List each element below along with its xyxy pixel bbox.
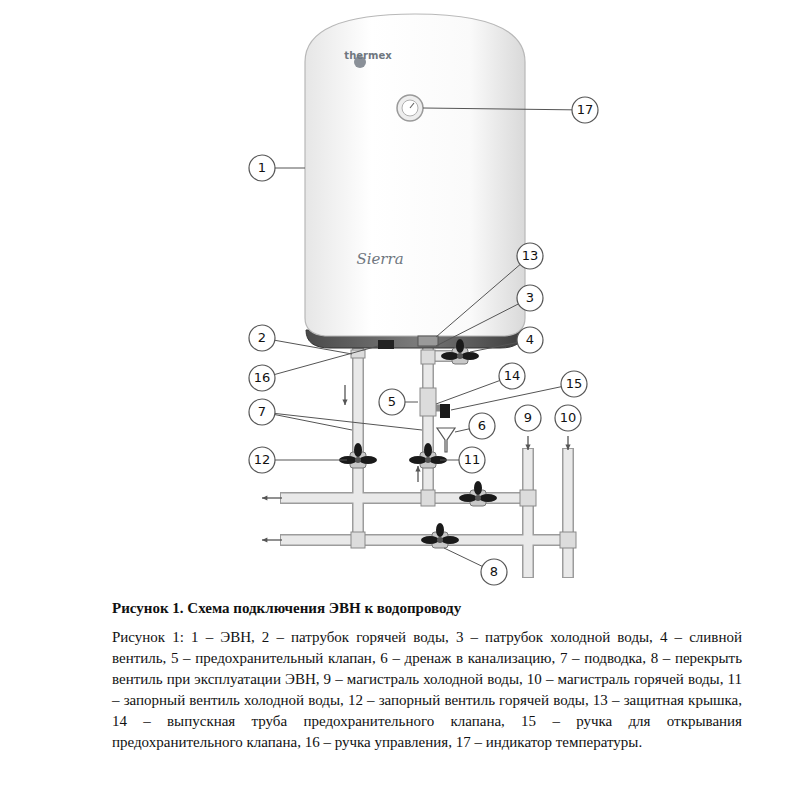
leader-line bbox=[275, 168, 305, 169]
callout-circle bbox=[499, 363, 525, 389]
callout-number: 14 bbox=[498, 368, 526, 384]
indicator-face bbox=[402, 100, 418, 116]
callout-number: 11 bbox=[458, 452, 486, 468]
callout-number: 16 bbox=[248, 370, 276, 386]
pipe-fitting bbox=[421, 350, 435, 364]
pipe bbox=[281, 494, 533, 503]
callout-number: 10 bbox=[554, 410, 582, 426]
shutoff-valve bbox=[459, 481, 497, 506]
figure-title: Рисунок 1. Схема подключения ЭВН к водоп… bbox=[112, 598, 742, 618]
callout-circle bbox=[517, 285, 543, 311]
pipe-fitting bbox=[420, 388, 436, 416]
callout-number: 9 bbox=[514, 410, 542, 426]
pipe-outline bbox=[422, 344, 434, 504]
flow-arrowhead bbox=[262, 537, 267, 542]
callout-number: 3 bbox=[516, 290, 544, 306]
callout-circle bbox=[481, 559, 507, 585]
callout-number: 17 bbox=[571, 102, 599, 118]
water-heater bbox=[305, 14, 525, 349]
flow-arrowhead bbox=[565, 445, 570, 450]
control-knob bbox=[378, 340, 394, 349]
callout-circle bbox=[379, 389, 405, 415]
model-name: Sierra bbox=[356, 250, 403, 268]
tank-body bbox=[305, 14, 525, 336]
callout-circle bbox=[459, 447, 485, 473]
callout-number: 4 bbox=[516, 332, 544, 348]
leader-line bbox=[423, 108, 572, 110]
callout-number: 7 bbox=[248, 404, 276, 420]
temperature-indicator bbox=[397, 95, 423, 121]
drain-funnel bbox=[437, 428, 455, 452]
callout-circle bbox=[517, 243, 543, 269]
shutoff-valve bbox=[421, 523, 459, 548]
callout-number: 6 bbox=[468, 418, 496, 434]
callout-number: 13 bbox=[516, 248, 544, 264]
callout-circle bbox=[515, 405, 541, 431]
leader-line bbox=[440, 460, 459, 461]
callout-number: 5 bbox=[378, 394, 406, 410]
callout-circle bbox=[249, 399, 275, 425]
leader-line bbox=[275, 460, 347, 461]
callout-number: 15 bbox=[560, 376, 588, 392]
leader-line bbox=[455, 429, 469, 432]
callout-number: 12 bbox=[248, 452, 276, 468]
pipe-outline bbox=[280, 492, 534, 504]
callout-circle bbox=[249, 325, 275, 351]
callout-number: 2 bbox=[248, 330, 276, 346]
flow-arrowhead bbox=[262, 495, 267, 500]
leader-line bbox=[451, 387, 561, 410]
flow-arrowhead bbox=[525, 445, 530, 450]
pipe bbox=[354, 349, 363, 545]
leader-lines bbox=[249, 97, 598, 585]
leader-line bbox=[470, 343, 517, 352]
callout-circle bbox=[249, 155, 275, 181]
flow-arrowhead bbox=[415, 466, 420, 471]
callout-circle bbox=[249, 447, 275, 473]
callout-circle bbox=[469, 413, 495, 439]
pipe bbox=[524, 449, 533, 577]
leader-line bbox=[405, 402, 418, 403]
brand-logo: thermex bbox=[344, 50, 391, 62]
pipe bbox=[424, 345, 433, 503]
callout-circle bbox=[517, 327, 543, 353]
leader-line bbox=[436, 380, 500, 404]
leader-line bbox=[444, 548, 482, 566]
callout-number: 8 bbox=[480, 564, 508, 580]
callout-circle bbox=[555, 405, 581, 431]
callout-number: 1 bbox=[248, 160, 276, 176]
leader-line bbox=[436, 304, 518, 346]
leader-line bbox=[275, 346, 378, 375]
leader-line bbox=[275, 340, 352, 354]
safety-valve-handle bbox=[440, 404, 450, 418]
flow-arrowhead bbox=[342, 400, 347, 405]
figure-caption: Рисунок 1: 1 – ЭВН, 2 – патрубок горячей… bbox=[112, 627, 742, 753]
callout-circle bbox=[561, 371, 587, 397]
pipe-outline bbox=[562, 448, 574, 578]
callout-circle bbox=[572, 97, 598, 123]
pipe-fitting bbox=[421, 490, 435, 506]
leader-line bbox=[436, 264, 520, 337]
pipe-fitting bbox=[351, 532, 365, 548]
leader-line bbox=[275, 415, 352, 430]
protective-cover bbox=[418, 336, 438, 346]
fittings bbox=[262, 339, 576, 548]
indicator-needle bbox=[410, 103, 414, 108]
pipe-outline bbox=[522, 448, 534, 578]
callout-circle bbox=[249, 365, 275, 391]
pipe-outline bbox=[352, 348, 364, 546]
shutoff-valve bbox=[409, 443, 447, 468]
pipe-fitting bbox=[560, 532, 576, 548]
pipe bbox=[564, 449, 573, 577]
pipes bbox=[280, 344, 574, 578]
shutoff-valve bbox=[339, 443, 377, 468]
pipe-fitting bbox=[520, 490, 536, 506]
leader-line bbox=[275, 413, 422, 430]
